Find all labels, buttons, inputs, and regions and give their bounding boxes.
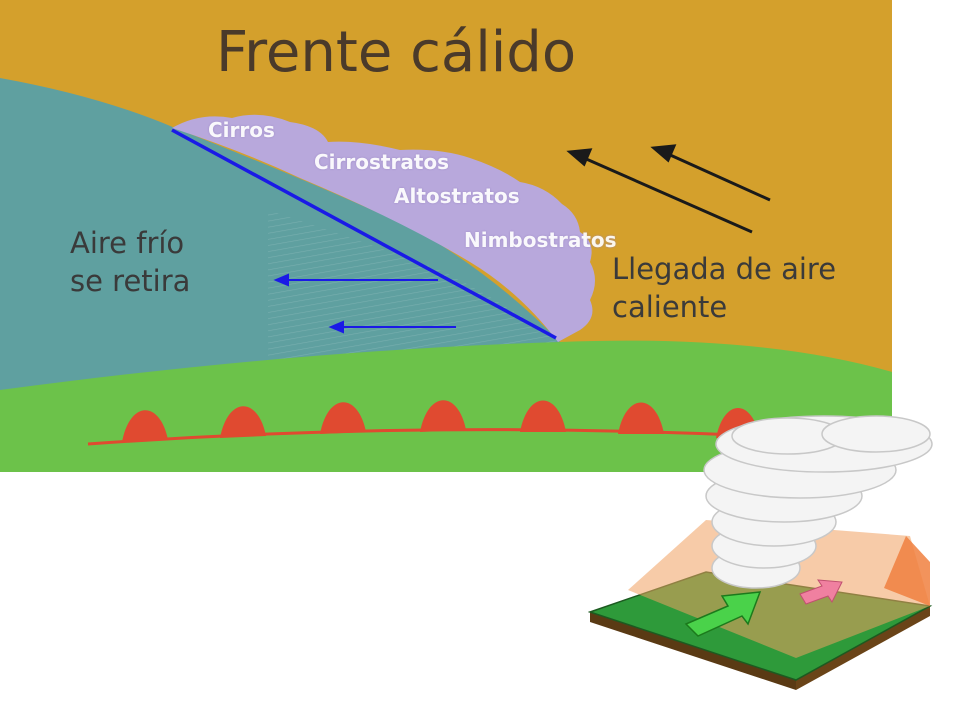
cold-air-label-line2: se retira xyxy=(70,264,191,298)
warm-front-semicircle-icon xyxy=(420,400,466,432)
front-cross-section xyxy=(0,0,892,472)
cold-air-label-line1: Aire frío xyxy=(70,226,185,260)
warm-air-wedge-top xyxy=(628,520,930,658)
nimbostratus-label: Nimbostratos xyxy=(464,228,617,252)
slab-side xyxy=(590,612,796,690)
cirrus-label: Cirros xyxy=(208,118,275,142)
warm-air-label: Llegada de aire caliente xyxy=(612,250,836,326)
warm-front-semicircle-icon xyxy=(122,410,168,442)
arrowhead-up-left-icon xyxy=(566,148,593,167)
precipitation-zone xyxy=(268,210,556,375)
arrowhead-left-icon xyxy=(328,320,344,334)
warm-front-semicircle-icon xyxy=(220,406,266,438)
warm-front-semicircles xyxy=(122,400,760,442)
warm-front-semicircle-icon xyxy=(320,402,366,434)
warm-air-label-line1: Llegada de aire xyxy=(612,252,837,286)
cirrostratus-label: Cirrostratos xyxy=(314,150,450,174)
green-arrow-icon xyxy=(684,591,762,637)
arrowhead-left-icon xyxy=(273,273,289,287)
page-title: Frente cálido xyxy=(216,20,577,85)
pink-arrow-icon xyxy=(799,579,843,605)
warm-air-flow-arrows xyxy=(566,144,771,234)
warm-front-3d-illustration xyxy=(588,415,933,690)
cold-air-label: Aire frío se retira xyxy=(70,224,190,300)
cold-air-flow-arrows xyxy=(273,273,456,334)
warm-front-semicircle-icon xyxy=(520,400,566,432)
warm-air-label-line2: caliente xyxy=(612,290,728,324)
cumulus-cloud-tower xyxy=(703,415,933,589)
front-boundary-line xyxy=(171,128,557,340)
cloud-band xyxy=(172,114,595,342)
slab-front xyxy=(796,606,930,690)
arrowhead-up-left-icon xyxy=(650,144,677,163)
warm-front-semicircle-icon xyxy=(618,402,664,434)
altostratus-label: Altostratos xyxy=(394,184,520,208)
warm-air-wedge-face xyxy=(884,536,930,606)
